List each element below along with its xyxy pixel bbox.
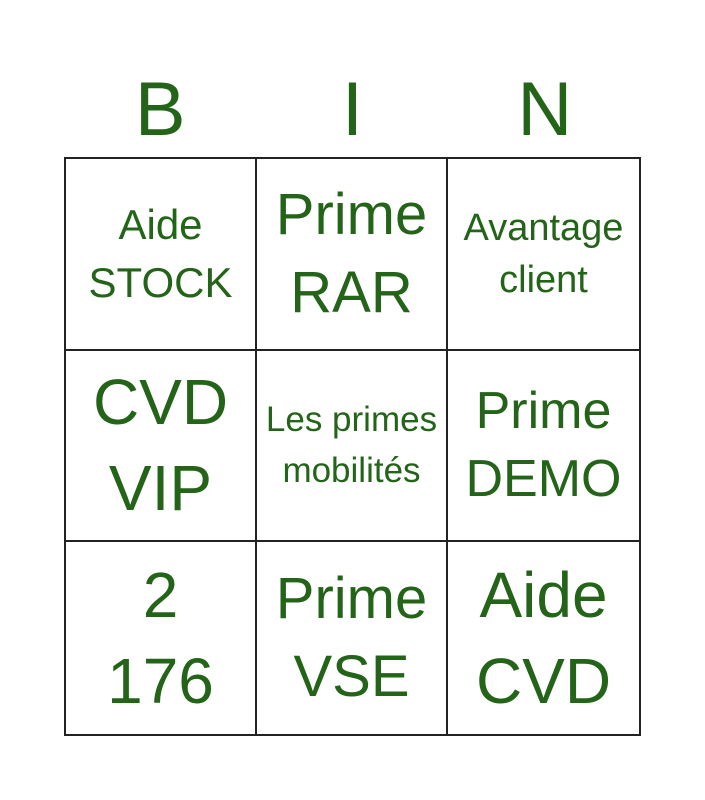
cell-text: CVD VIP bbox=[92, 366, 229, 525]
cell-text: Prime DEMO bbox=[465, 382, 622, 509]
bingo-cell-r1c3[interactable]: Avantage client bbox=[448, 159, 639, 351]
cell-text: 2 176 bbox=[107, 559, 214, 718]
bingo-cell-r2c3[interactable]: Prime DEMO bbox=[448, 351, 639, 543]
bingo-cell-r3c2[interactable]: Prime VSE bbox=[257, 542, 448, 734]
header-letter-n: N bbox=[517, 67, 573, 152]
cell-text: Avantage client bbox=[463, 206, 624, 301]
cell-text: Prime VSE bbox=[275, 566, 428, 710]
header-letter-i: I bbox=[341, 67, 364, 152]
bingo-header: B I N bbox=[64, 62, 641, 158]
bingo-cell-r2c2[interactable]: Les primes mobilités bbox=[257, 350, 448, 543]
bingo-card-grid: Aide STOCK Prime RAR Avantage client CVD… bbox=[64, 157, 641, 736]
bingo-cell-r3c3[interactable]: Aide CVD bbox=[448, 542, 639, 734]
cell-text: Les primes mobilités bbox=[265, 400, 438, 491]
bingo-cell-r1c2[interactable]: Prime RAR bbox=[257, 159, 448, 351]
cell-text: Prime RAR bbox=[275, 181, 428, 325]
bingo-cell-r2c1[interactable]: CVD VIP bbox=[66, 350, 257, 543]
bingo-cell-r3c1[interactable]: 2 176 bbox=[66, 542, 257, 734]
header-letter-b: B bbox=[134, 67, 186, 152]
bingo-cell-r1c1[interactable]: Aide STOCK bbox=[66, 159, 257, 351]
cell-text: Aide STOCK bbox=[88, 200, 233, 306]
cell-text: Aide CVD bbox=[475, 559, 612, 718]
